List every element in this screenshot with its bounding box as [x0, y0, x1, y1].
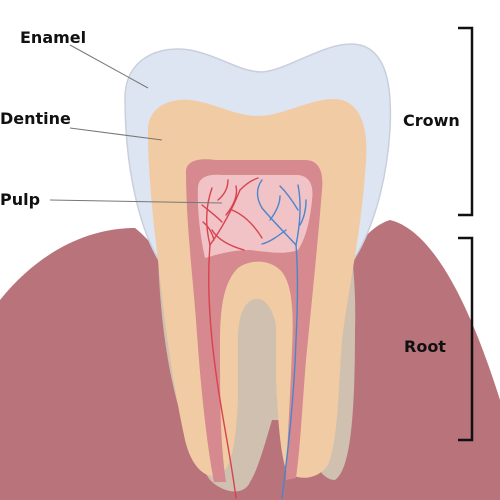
artery — [201, 177, 263, 499]
label-crown: Crown — [403, 111, 460, 130]
label-pulp: Pulp — [0, 190, 41, 209]
label-enamel: Enamel — [20, 28, 87, 47]
pulp-chamber — [197, 174, 313, 258]
pulp-leader — [49, 199, 223, 204]
label-dentine: Dentine — [0, 109, 71, 128]
dentine-leader — [69, 127, 163, 141]
root-bracket — [458, 236, 474, 442]
leader-lines — [49, 44, 223, 204]
enamel-leader — [69, 44, 149, 89]
crown-bracket — [458, 26, 474, 217]
vein — [256, 179, 307, 499]
label-root: Root — [404, 337, 446, 356]
